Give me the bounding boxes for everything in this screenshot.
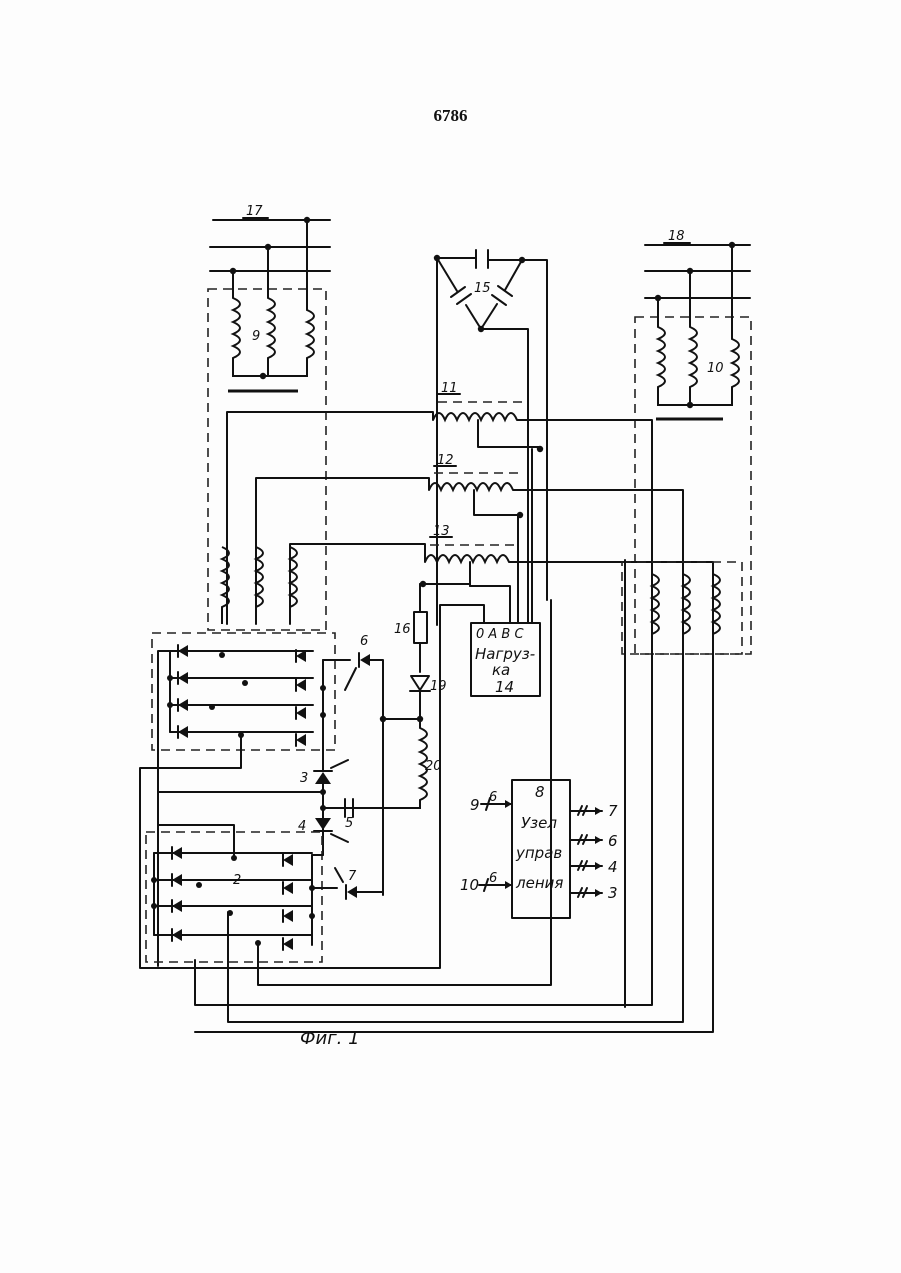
thyristor-3: 3	[158, 744, 348, 855]
label-2: 2	[233, 873, 241, 888]
label-5: 5	[345, 816, 353, 831]
output-7: 7	[608, 802, 618, 820]
supply-bus-17: 17	[210, 204, 330, 271]
label-19: 19	[430, 679, 447, 694]
supply-bus-18: 18	[645, 229, 750, 298]
diode-array-upper	[178, 645, 306, 746]
thyristor-6: 6	[323, 634, 383, 719]
input-bus-10: 6	[489, 871, 497, 886]
control-unit-8: 8 Узел управ ления 9 6 10 6 7 6 4	[460, 780, 618, 918]
control-line1: Узел	[521, 814, 557, 832]
label-16: 16	[394, 622, 411, 637]
label-7: 7	[348, 869, 357, 884]
figure-caption: Фиг. 1	[300, 1028, 360, 1049]
label-9: 9	[252, 329, 260, 344]
secondary-windings-left	[222, 547, 297, 624]
label-3: 3	[300, 771, 308, 786]
diode-19: 19	[410, 676, 447, 718]
label-18: 18	[668, 229, 685, 244]
control-line3: ления	[515, 874, 563, 892]
label-6: 6	[360, 634, 368, 649]
label-15: 15	[474, 281, 491, 296]
control-number: 8	[535, 783, 545, 801]
capacitor-5: 5	[323, 799, 420, 831]
label-17: 17	[246, 204, 263, 219]
load-number: 14	[495, 678, 514, 696]
capacitor-bank-15: 15	[434, 250, 547, 625]
output-3: 3	[608, 884, 618, 902]
load-line2: ка	[492, 661, 510, 679]
output-6: 6	[608, 832, 618, 850]
load-terminals: 0 A B C	[476, 627, 524, 642]
input-label-9: 9	[470, 796, 480, 814]
transformer-12: 12	[256, 453, 683, 655]
label-10: 10	[707, 361, 724, 376]
resistor-16: 16	[394, 584, 427, 672]
control-line2: управ	[515, 844, 562, 862]
load-block-14: 0 A B C Нагруз- ка 14	[470, 449, 540, 696]
input-label-10: 10	[460, 876, 479, 894]
output-4: 4	[608, 858, 618, 876]
